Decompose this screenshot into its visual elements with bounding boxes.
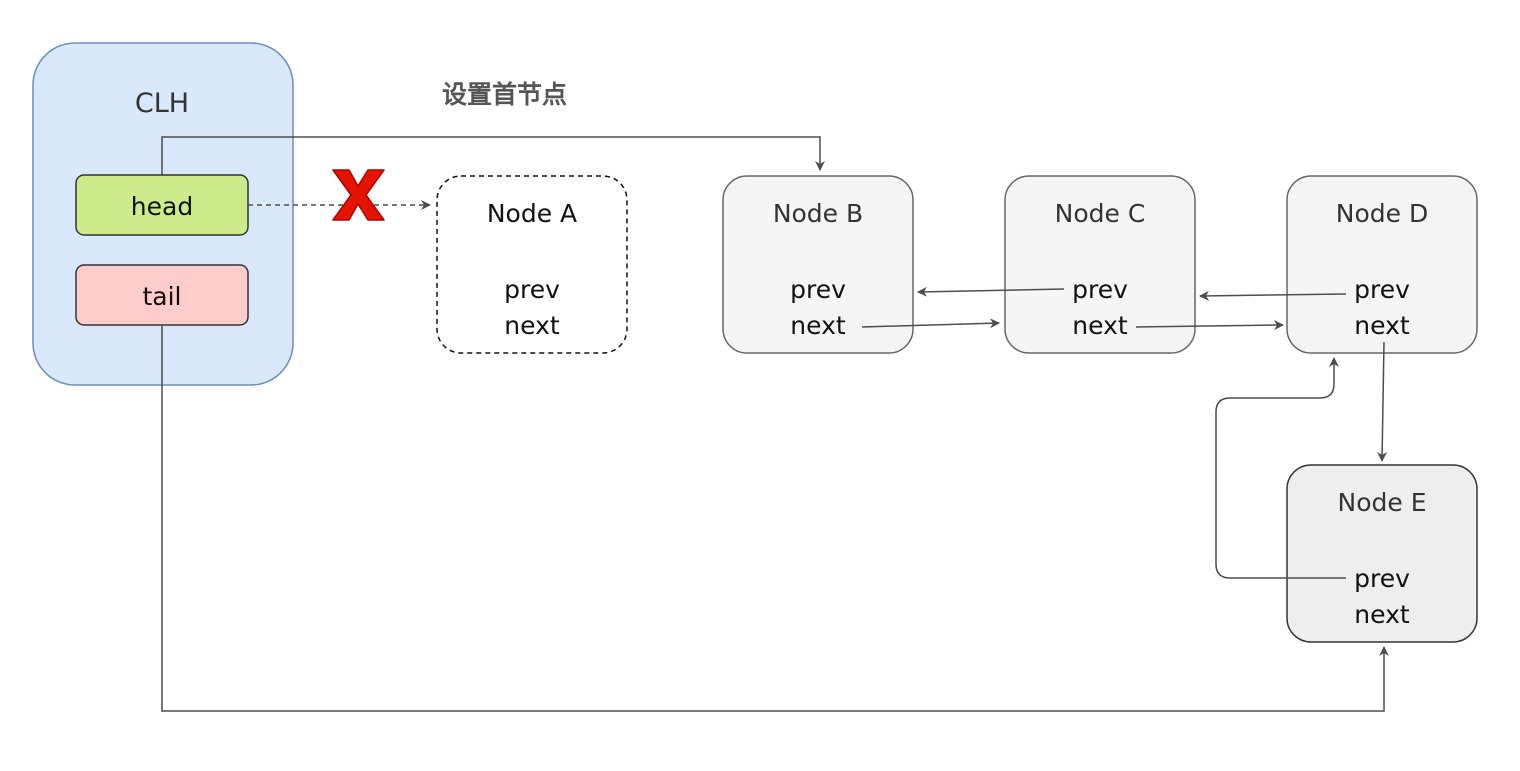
node-a-next: next	[504, 311, 560, 340]
head-label: head	[131, 192, 193, 221]
removed-link-x-icon	[332, 169, 385, 221]
node-c-next: next	[1072, 311, 1128, 340]
node-d: Node D prev next	[1286, 175, 1478, 354]
node-a-prev: prev	[504, 275, 560, 304]
edge-tail-to-node-e	[161, 325, 1389, 712]
edge-d-prev-to-c	[1199, 290, 1347, 301]
node-c-box	[1004, 175, 1196, 354]
edge-d-next-to-e	[1377, 341, 1388, 462]
diagram-title: 设置首节点	[442, 80, 567, 109]
node-d-box	[1286, 175, 1478, 354]
node-b-prev: prev	[790, 275, 846, 304]
edges	[161, 136, 1389, 712]
node-e-prev: prev	[1354, 564, 1410, 593]
edge-c-next-to-d	[1135, 320, 1284, 331]
node-c: Node C prev next	[1004, 175, 1196, 354]
node-d-prev: prev	[1354, 275, 1410, 304]
node-e-box	[1286, 464, 1478, 643]
node-a-name: Node A	[487, 199, 577, 228]
tail-label: tail	[142, 282, 181, 311]
node-d-next: next	[1354, 311, 1410, 340]
node-b: Node B prev next	[722, 175, 914, 354]
node-e-next: next	[1354, 600, 1410, 629]
node-b-name: Node B	[773, 199, 863, 228]
edge-c-prev-to-b	[917, 286, 1065, 297]
node-c-name: Node C	[1055, 199, 1146, 228]
node-a: Node A prev next	[436, 175, 628, 354]
node-b-box	[722, 175, 914, 354]
edge-head-to-node-b	[161, 136, 825, 175]
node-c-prev: prev	[1072, 275, 1128, 304]
edge-e-prev-to-d	[1215, 357, 1346, 579]
node-d-name: Node D	[1336, 199, 1428, 228]
node-a-box	[436, 175, 628, 354]
clh-label: CLH	[135, 88, 189, 119]
clh-container: CLH head tail	[32, 42, 294, 386]
edge-b-next-to-c	[861, 318, 1000, 329]
node-b-next: next	[790, 311, 846, 340]
node-e-name: Node E	[1338, 488, 1427, 517]
node-e: Node E prev next	[1286, 464, 1478, 643]
